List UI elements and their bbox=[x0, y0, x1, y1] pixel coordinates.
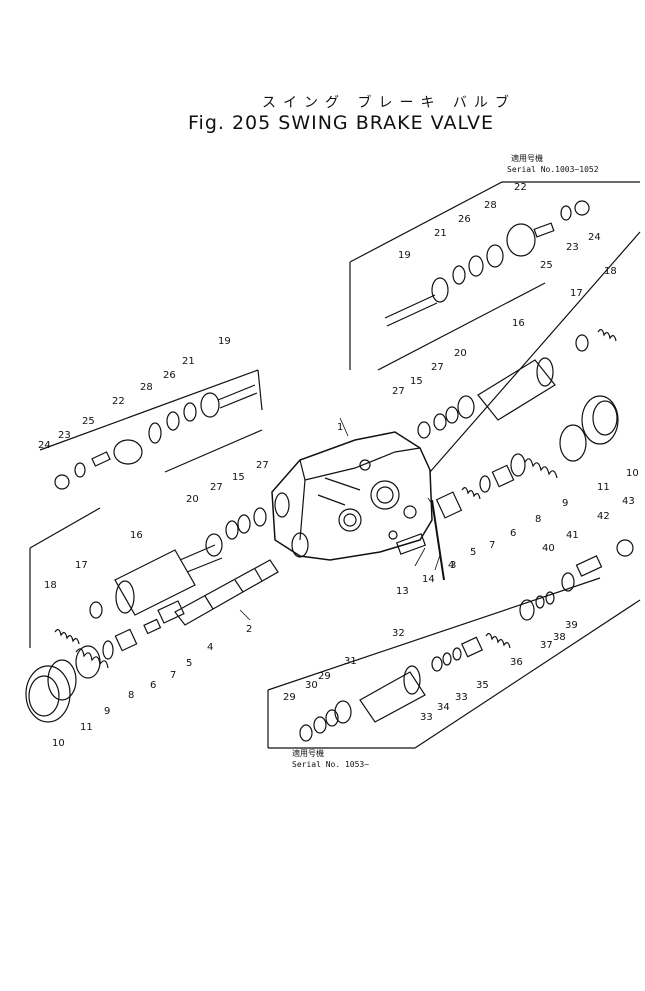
callout-18-top: 18 bbox=[604, 266, 617, 277]
left-upper-parts bbox=[54, 384, 258, 490]
callout-27-top-a: 27 bbox=[431, 362, 444, 373]
callout-27-left-b: 27 bbox=[256, 460, 269, 471]
callout-15-left: 15 bbox=[232, 472, 245, 483]
top-right-parts bbox=[384, 200, 617, 439]
callout-32: 32 bbox=[392, 628, 405, 639]
callout-35: 35 bbox=[476, 680, 489, 691]
top-version-frame bbox=[349, 181, 641, 473]
callout-20-left: 20 bbox=[186, 494, 199, 505]
callout-28-top: 28 bbox=[484, 200, 497, 211]
callout-40: 40 bbox=[542, 543, 555, 554]
callout-31: 31 bbox=[344, 656, 357, 667]
callout-19-left: 19 bbox=[218, 336, 231, 347]
callout-9-left: 9 bbox=[104, 706, 110, 717]
serial-top-label: 適用号機 bbox=[511, 154, 543, 163]
callout-6-left: 6 bbox=[150, 680, 156, 691]
callout-2: 2 bbox=[246, 624, 252, 635]
callout-29-b: 29 bbox=[283, 692, 296, 703]
callout-41: 41 bbox=[566, 530, 579, 541]
callout-8-left: 8 bbox=[128, 690, 134, 701]
callout-33-b: 33 bbox=[420, 712, 433, 723]
valve-body bbox=[271, 431, 433, 561]
callout-18-left: 18 bbox=[44, 580, 57, 591]
callout-27-left-a: 27 bbox=[210, 482, 223, 493]
callout-20-top: 20 bbox=[454, 348, 467, 359]
callout-26-top: 26 bbox=[458, 214, 471, 225]
callout-11-right: 11 bbox=[597, 482, 610, 493]
title-japanese: スイング ブレーキ バルブ bbox=[262, 95, 516, 111]
callout-43: 43 bbox=[622, 496, 635, 507]
left-upper-frame bbox=[39, 369, 263, 473]
callout-24-left: 24 bbox=[38, 440, 51, 451]
bottom-frame-parts bbox=[299, 591, 555, 742]
serial-top-block: 適用号機 Serial No.1003~1052 bbox=[507, 153, 599, 175]
serial-bottom-block: 適用号機 Serial No. 1053~ bbox=[292, 748, 369, 770]
serial-bottom-label: 適用号機 bbox=[292, 749, 324, 758]
callout-27-top-b: 27 bbox=[392, 386, 405, 397]
callout-11-left: 11 bbox=[80, 722, 93, 733]
callout-16-top: 16 bbox=[512, 318, 525, 329]
callout-34: 34 bbox=[437, 702, 450, 713]
callout-25-top: 25 bbox=[540, 260, 553, 271]
callout-30: 30 bbox=[305, 680, 318, 691]
callout-14: 14 bbox=[422, 574, 435, 585]
bottom-version-frame bbox=[267, 577, 641, 749]
leader-lines bbox=[239, 417, 441, 621]
callout-28-left: 28 bbox=[140, 382, 153, 393]
callout-29-a: 29 bbox=[318, 671, 331, 682]
callout-13: 13 bbox=[396, 586, 409, 597]
callout-7-right: 7 bbox=[489, 540, 495, 551]
callout-8-right: 8 bbox=[535, 514, 541, 525]
callout-33-a: 33 bbox=[455, 692, 468, 703]
spool bbox=[174, 559, 279, 626]
right-parts bbox=[435, 395, 619, 519]
callout-1: 1 bbox=[337, 422, 343, 433]
callout-10-left: 10 bbox=[52, 738, 65, 749]
callout-5-right: 5 bbox=[470, 547, 476, 558]
left-lower-frame bbox=[29, 507, 101, 648]
callout-19-top: 19 bbox=[398, 250, 411, 261]
serial-top-range: Serial No.1003~1052 bbox=[507, 165, 599, 174]
left-middle-parts bbox=[54, 507, 267, 645]
left-lower-parts bbox=[25, 600, 185, 723]
callouts: 1 2 4 5 7 6 8 9 11 10 18 17 16 20 27 15 … bbox=[38, 182, 639, 749]
figure-title: Fig. 205 SWING BRAKE VALVE bbox=[188, 112, 494, 134]
callout-26-left: 26 bbox=[163, 370, 176, 381]
callout-10-right: 10 bbox=[626, 468, 639, 479]
lower-right-parts bbox=[395, 499, 634, 592]
callout-23-left: 23 bbox=[58, 430, 71, 441]
callout-17-left: 17 bbox=[75, 560, 88, 571]
callout-42: 42 bbox=[597, 511, 610, 522]
callout-36: 36 bbox=[510, 657, 523, 668]
callout-7-left: 7 bbox=[170, 670, 176, 681]
callout-37: 37 bbox=[540, 640, 553, 651]
callout-22-left: 22 bbox=[112, 396, 125, 407]
callout-22-top: 22 bbox=[514, 182, 527, 193]
callout-4-right: 4 bbox=[448, 560, 454, 571]
callout-21-top: 21 bbox=[434, 228, 447, 239]
callout-16-left: 16 bbox=[130, 530, 143, 541]
callout-5-left: 5 bbox=[186, 658, 192, 669]
callout-15-top: 15 bbox=[410, 376, 423, 387]
callout-23-top: 23 bbox=[566, 242, 579, 253]
serial-bottom-range: Serial No. 1053~ bbox=[292, 760, 370, 769]
callout-9-right: 9 bbox=[562, 498, 568, 509]
callout-25-left: 25 bbox=[82, 416, 95, 427]
callout-21-left: 21 bbox=[182, 356, 195, 367]
callout-17-top: 17 bbox=[570, 288, 583, 299]
callout-39: 39 bbox=[565, 620, 578, 631]
callout-6-right: 6 bbox=[510, 528, 516, 539]
callout-24-top: 24 bbox=[588, 232, 601, 243]
callout-38: 38 bbox=[553, 632, 566, 643]
callout-4-left: 4 bbox=[207, 642, 213, 653]
callout-3: 3 bbox=[450, 560, 456, 571]
